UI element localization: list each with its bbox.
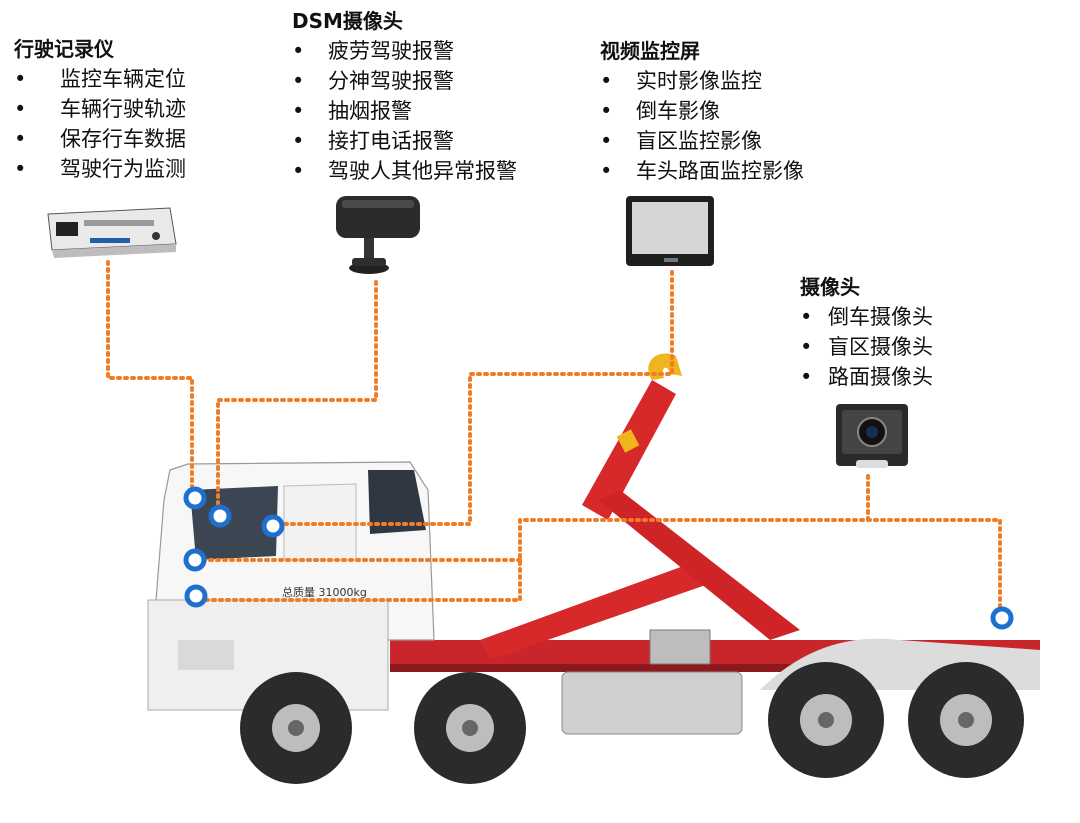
recorder-title: 行驶记录仪 xyxy=(14,37,114,61)
dsm-title: DSM摄像头 xyxy=(292,9,403,33)
list-item: •车头路面监控影像 xyxy=(600,159,804,183)
list-item: •驾驶人其他异常报警 xyxy=(292,159,517,183)
dsm-camera-icon xyxy=(336,196,420,274)
wheel xyxy=(414,672,526,784)
wheel xyxy=(240,672,352,784)
list-item: •盲区监控影像 xyxy=(600,129,762,153)
install-markers xyxy=(183,486,1014,630)
list-item: •驾驶行为监测 xyxy=(14,157,186,181)
monitor-title: 视频监控屏 xyxy=(600,39,700,63)
list-item: •车辆行驶轨迹 xyxy=(14,97,186,121)
camera-title: 摄像头 xyxy=(800,275,860,299)
monitor-connector xyxy=(272,270,674,526)
list-item: •疲劳驾驶报警 xyxy=(292,39,454,63)
list-item: •倒车摄像头 xyxy=(800,305,933,329)
dsm-block: DSM摄像头 •疲劳驾驶报警 •分神驾驶报警 •抽烟报警 •接打电话报警 •驾驶… xyxy=(292,8,517,186)
hook-lift-truck: 总质量 31000kg xyxy=(147,353,1040,784)
wheel xyxy=(768,662,884,778)
monitor-feature-list: •实时影像监控 •倒车影像 •盲区监控影像 •车头路面监控影像 xyxy=(600,66,804,186)
marker-monitor xyxy=(261,514,285,538)
recorder-block: 行驶记录仪 •监控车辆定位 •车辆行驶轨迹 •保存行车数据 •驾驶行为监测 xyxy=(14,36,186,184)
dsm-connector xyxy=(216,280,378,516)
wheel xyxy=(908,662,1024,778)
recorder-connector xyxy=(106,260,194,498)
list-item: •接打电话报警 xyxy=(292,129,454,153)
camera-connector-1 xyxy=(196,474,870,602)
list-item: •盲区摄像头 xyxy=(800,335,933,359)
marker-dsm xyxy=(208,504,232,528)
list-item: •监控车辆定位 xyxy=(14,67,186,91)
dsm-feature-list: •疲劳驾驶报警 •分神驾驶报警 •抽烟报警 •接打电话报警 •驾驶人其他异常报警 xyxy=(292,36,517,186)
marker-rear-camera xyxy=(990,606,1014,630)
marker-side-camera xyxy=(183,548,207,572)
monitor-block: 视频监控屏 •实时影像监控 •倒车影像 •盲区监控影像 •车头路面监控影像 xyxy=(600,38,804,186)
marker-front-camera xyxy=(184,584,208,608)
connector-lines xyxy=(106,260,1002,618)
list-item: •路面摄像头 xyxy=(800,365,933,389)
list-item: •抽烟报警 xyxy=(292,99,412,123)
list-item: •保存行车数据 xyxy=(14,127,186,151)
camera-connector-2 xyxy=(866,518,1002,618)
list-item: •分神驾驶报警 xyxy=(292,69,454,93)
camera-block: 摄像头 •倒车摄像头 •盲区摄像头 •路面摄像头 xyxy=(800,274,933,392)
camera-feature-list: •倒车摄像头 •盲区摄像头 •路面摄像头 xyxy=(800,302,933,392)
marker-recorder xyxy=(183,486,207,510)
door-weight-label: 总质量 31000kg xyxy=(282,585,367,599)
recorder-feature-list: •监控车辆定位 •车辆行驶轨迹 •保存行车数据 •驾驶行为监测 xyxy=(14,64,186,184)
list-item: •倒车影像 xyxy=(600,99,720,123)
dash-recorder-icon xyxy=(47,207,177,258)
vehicle-camera-icon xyxy=(836,404,908,468)
list-item: •实时影像监控 xyxy=(600,69,762,93)
monitor-screen-icon xyxy=(626,196,714,266)
